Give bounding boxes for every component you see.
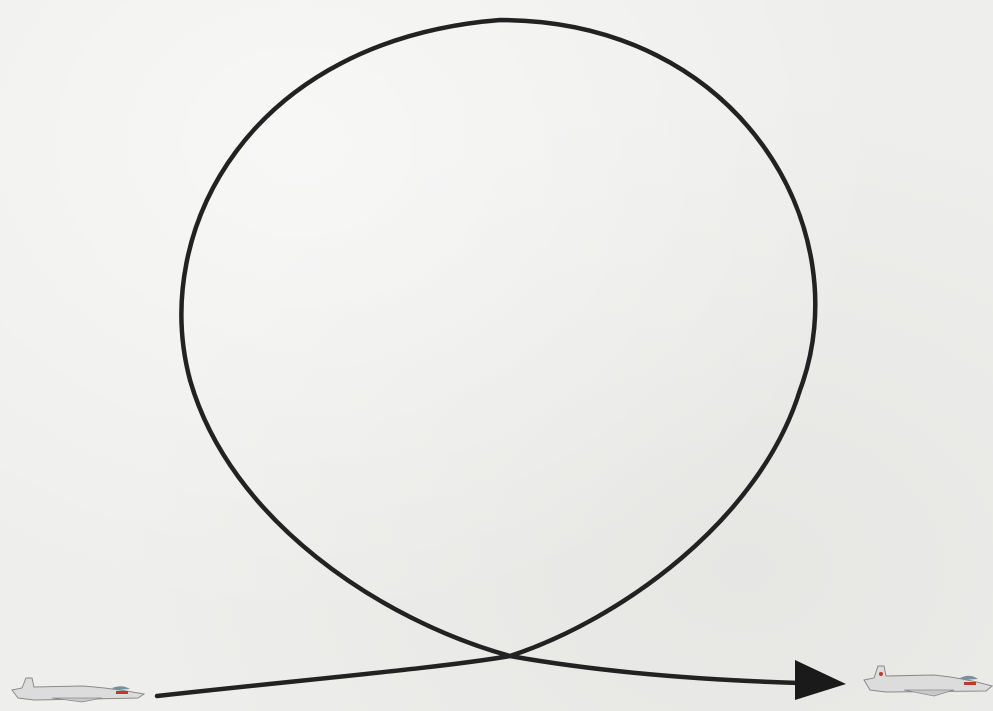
loop-flight-path [157, 20, 815, 696]
direction-arrowhead [795, 660, 846, 700]
jet-aircraft-icon [864, 666, 992, 696]
jet-aircraft-icon [12, 678, 144, 702]
